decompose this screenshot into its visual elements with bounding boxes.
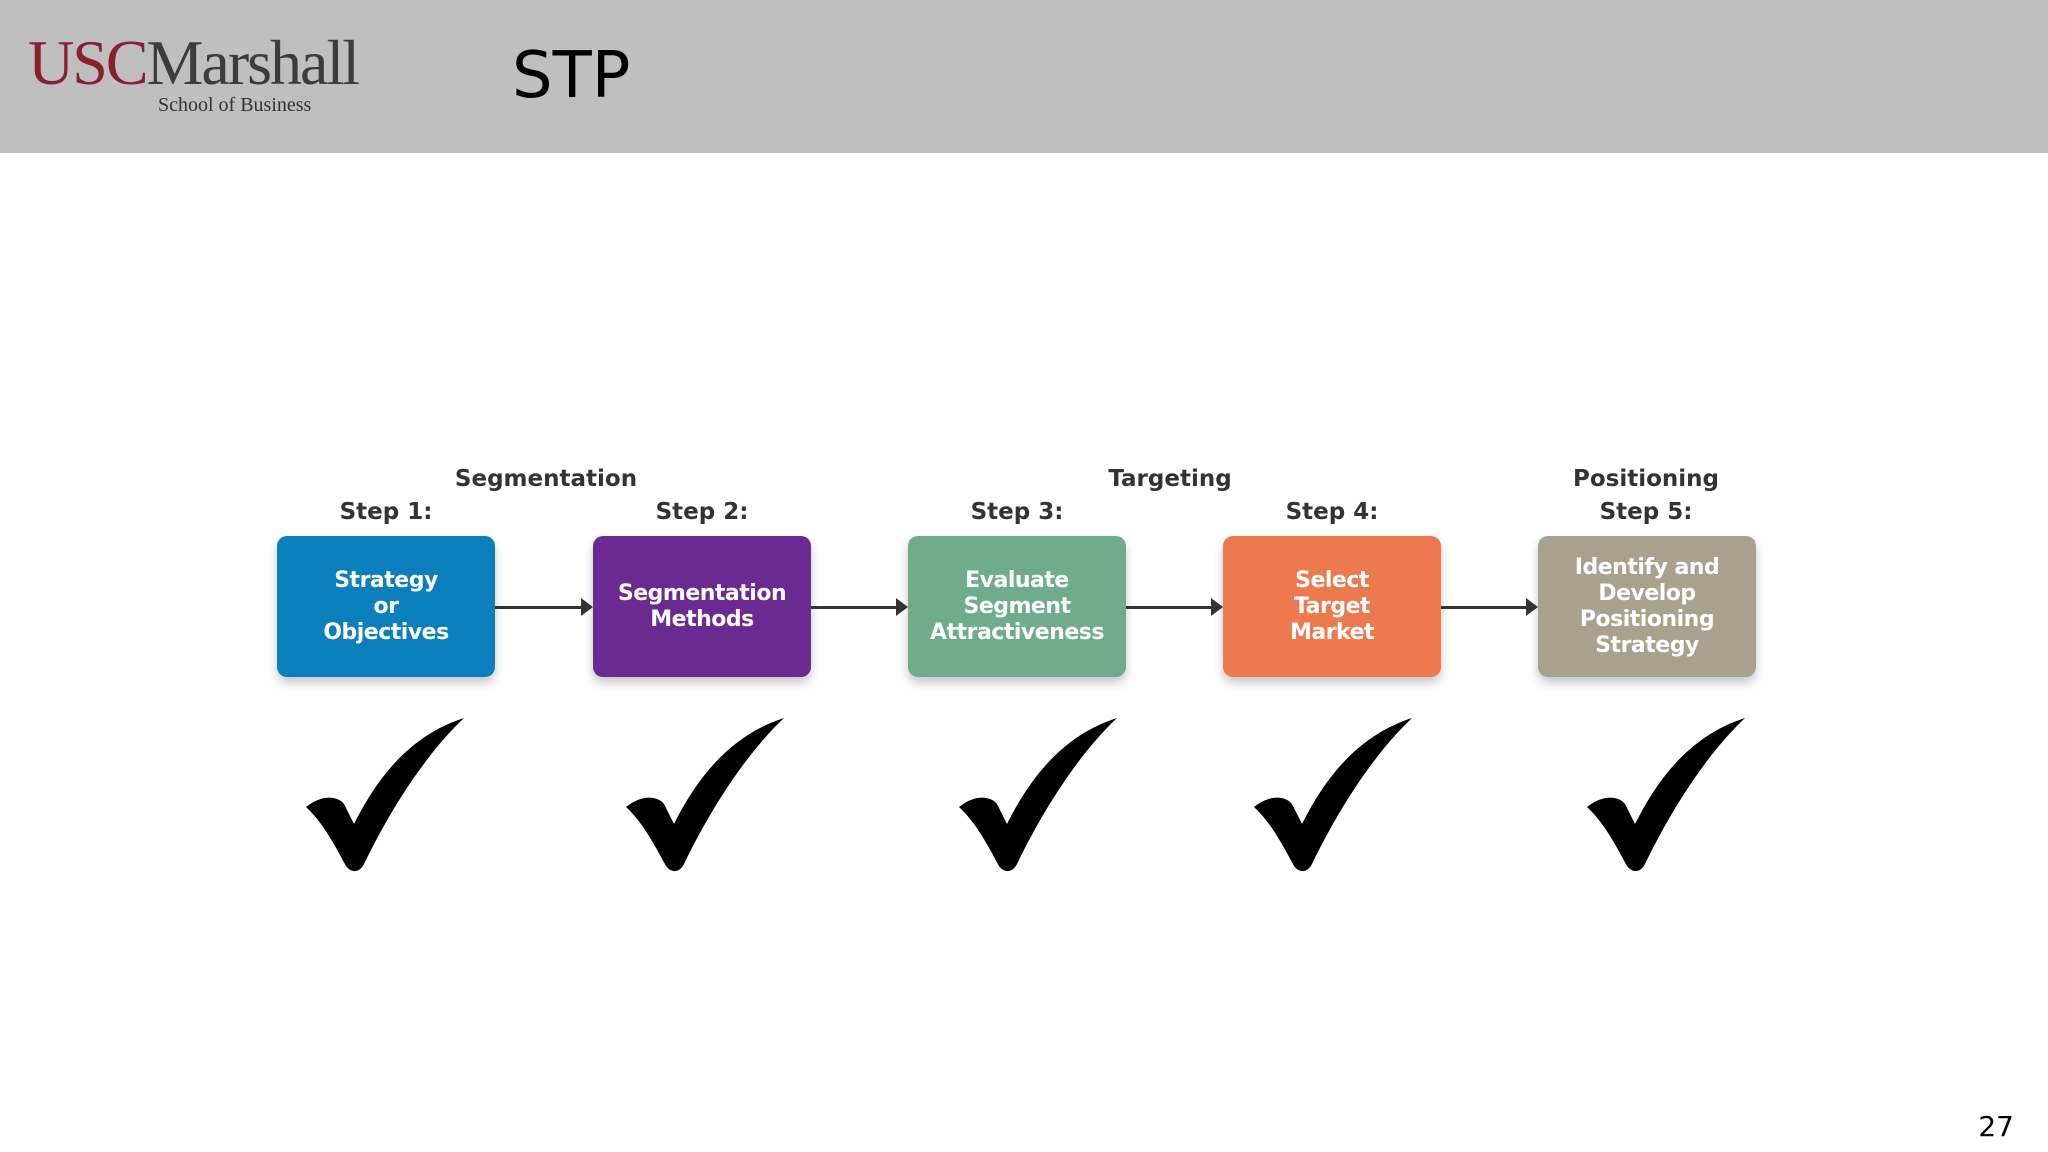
check-icon	[1587, 718, 1745, 872]
check-icon	[306, 718, 464, 872]
step-box-3: Evaluate Segment Attractiveness	[908, 536, 1126, 677]
arrow-3-to-4	[1126, 598, 1223, 616]
check-icon	[626, 718, 784, 872]
step-box-text-3: Evaluate Segment Attractiveness	[930, 567, 1104, 645]
logo-usc-text: USC	[28, 27, 148, 98]
usc-marshall-logo: USCMarshall School of Business	[28, 30, 388, 120]
step-box-text-5: Identify and Develop Positioning Strateg…	[1574, 554, 1720, 658]
check-icon	[1254, 718, 1412, 872]
step-box-1: Strategy or Objectives	[277, 536, 495, 677]
slide-title: STP	[512, 39, 631, 113]
step-label-5: Step 5:	[1599, 499, 1693, 525]
step-box-text-4: Select Target Market	[1289, 567, 1375, 645]
arrow-1-to-2	[495, 598, 593, 616]
arrow-2-to-3	[811, 598, 908, 616]
step-label-3: Step 3:	[970, 499, 1064, 525]
page-number: 27	[1978, 1110, 2014, 1143]
step-label-4: Step 4:	[1285, 499, 1379, 525]
step-label-2: Step 2:	[655, 499, 749, 525]
phase-label-segmentation: Segmentation	[454, 466, 638, 492]
step-box-2: Segmentation Methods	[593, 536, 811, 677]
slide-header: USCMarshall School of Business STP	[0, 0, 2048, 153]
check-icon	[959, 718, 1117, 872]
step-box-text-2: Segmentation Methods	[617, 580, 787, 632]
stp-process-diagram: Segmentation Targeting Positioning Step …	[262, 455, 1798, 705]
arrow-4-to-5	[1441, 598, 1538, 616]
logo-marshall-text: Marshall	[146, 27, 360, 98]
step-label-1: Step 1:	[339, 499, 433, 525]
logo-wordmark: USCMarshall	[28, 27, 360, 98]
logo-subtitle: School of Business	[158, 94, 312, 116]
step-box-text-1: Strategy or Objectives	[323, 567, 449, 645]
step-box-5: Identify and Develop Positioning Strateg…	[1538, 536, 1756, 677]
phase-label-targeting: Targeting	[1108, 466, 1232, 492]
phase-label-positioning: Positioning	[1572, 466, 1720, 492]
step-box-4: Select Target Market	[1223, 536, 1441, 677]
